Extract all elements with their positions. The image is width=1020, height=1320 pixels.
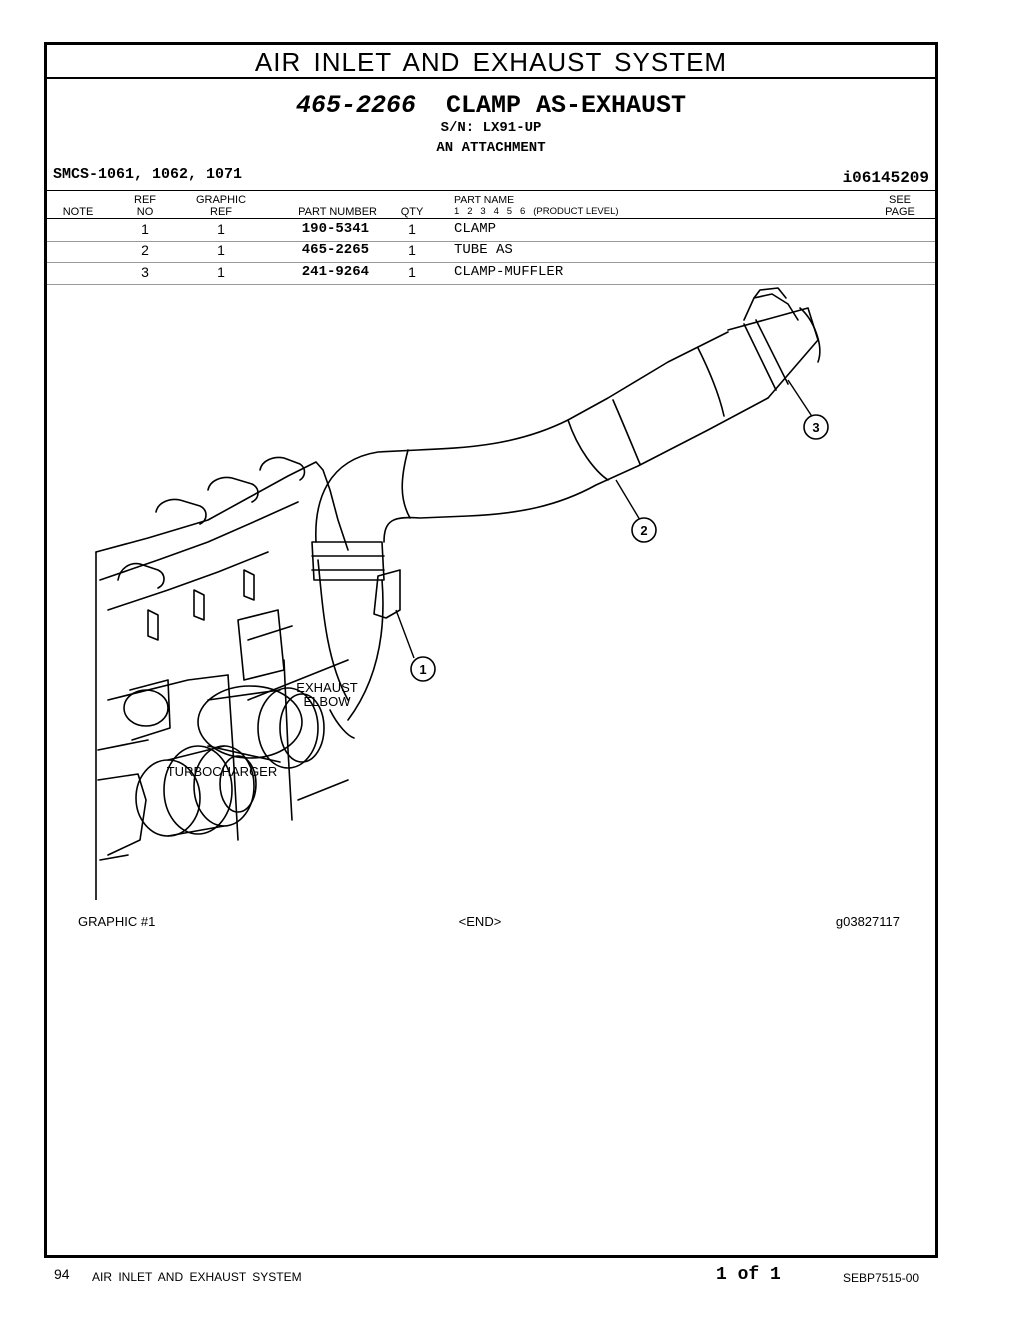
smcs-codes: SMCS-1061, 1062, 1071 xyxy=(53,166,243,183)
callout-1: 1 xyxy=(410,656,436,682)
callout-2: 2 xyxy=(631,517,657,543)
label-turbocharger: TURBOCHARGER xyxy=(167,764,278,779)
row-1-qty: 1 xyxy=(408,221,416,237)
row-3-ref: 3 xyxy=(141,264,149,280)
row-2-part-number: 465-2265 xyxy=(301,242,369,258)
footer-section: AIR INLET AND EXHAUST SYSTEM xyxy=(92,1270,302,1284)
row-rule xyxy=(47,241,935,242)
document-number: SEBP7515-00 xyxy=(843,1271,920,1285)
group-title: 465-2266 CLAMP AS-EXHAUST xyxy=(47,91,935,120)
col-ref: REF NO xyxy=(134,194,156,218)
illustration-id: i06145209 xyxy=(842,169,929,187)
row-3-part-number: 241-9264 xyxy=(301,264,369,280)
col-graphic-ref: GRAPHIC REF xyxy=(195,194,247,218)
parts-illustration: 1 2 3 EXHAUST ELBOW TURBOCHARGER xyxy=(95,287,829,900)
col-part-number: PART NUMBER xyxy=(298,206,377,218)
row-3-qty: 1 xyxy=(408,264,416,280)
row-2-name: TUBE AS xyxy=(454,242,513,258)
group-name: CLAMP AS-EXHAUST xyxy=(445,91,687,120)
page-of: 1 of 1 xyxy=(716,1265,781,1285)
row-1-part-number: 190-5341 xyxy=(301,221,369,237)
leader-lines xyxy=(395,379,814,659)
row-rule xyxy=(47,284,935,285)
svg-text:3: 3 xyxy=(812,420,819,435)
row-rule xyxy=(47,262,935,263)
graphic-label: GRAPHIC #1 xyxy=(78,914,156,929)
serial-number: S/N: LX91-UP xyxy=(440,120,542,136)
label-elbow: ELBOW xyxy=(304,694,352,709)
svg-text:2: 2 xyxy=(640,523,647,538)
page-number: 94 xyxy=(54,1266,70,1282)
col-qty: QTY xyxy=(400,206,424,218)
col-see-page: SEE PAGE xyxy=(885,194,915,218)
engine-block-drawing xyxy=(95,287,821,900)
row-2-qty: 1 xyxy=(408,242,416,258)
row-3-name: CLAMP-MUFFLER xyxy=(454,264,564,280)
graphic-id: g03827117 xyxy=(835,914,900,929)
section-title: AIR INLET AND EXHAUST SYSTEM xyxy=(47,45,935,79)
group-part-number: 465-2266 xyxy=(295,91,416,120)
row-1-name: CLAMP xyxy=(454,221,497,237)
label-exhaust: EXHAUST xyxy=(296,680,357,695)
col-note: NOTE xyxy=(62,206,94,218)
row-1-ref: 1 xyxy=(141,221,149,237)
column-rule xyxy=(47,218,935,219)
row-3-graphic: 1 xyxy=(217,264,225,280)
row-2-graphic: 1 xyxy=(217,242,225,258)
col-part-name: PART NAME 1 2 3 4 5 6 (PRODUCT LEVEL) xyxy=(454,194,619,217)
end-marker: <END> xyxy=(458,914,502,929)
row-2-ref: 2 xyxy=(141,242,149,258)
row-1-graphic: 1 xyxy=(217,221,225,237)
header-rule xyxy=(47,190,935,191)
group-type: AN ATTACHMENT xyxy=(436,140,546,156)
svg-text:1: 1 xyxy=(419,662,426,677)
callout-3: 3 xyxy=(803,414,829,440)
